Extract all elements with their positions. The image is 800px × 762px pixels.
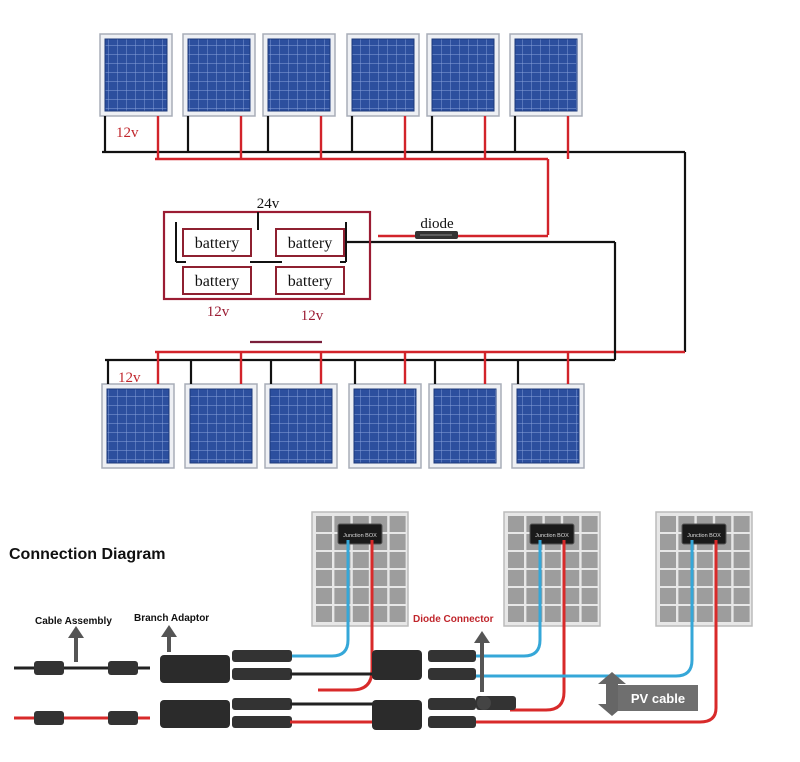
connection-panels: Junction BOX Junction BOX Junction BOX xyxy=(311,511,753,627)
pv-cable-tag: PV cable xyxy=(618,685,698,711)
bottom-wiring xyxy=(105,240,685,362)
battery-voltage-label-left: 12v xyxy=(207,304,230,320)
top-solar-panel-1 xyxy=(99,33,173,117)
branch-adaptors xyxy=(160,650,516,730)
battery-2: battery xyxy=(275,228,345,257)
diode: diode xyxy=(415,216,458,239)
top-panel-leads xyxy=(103,116,570,159)
pv-cable-label: PV cable xyxy=(631,691,685,706)
connection-panel-1: Junction BOX xyxy=(311,511,409,627)
series-voltage-label: 24v xyxy=(257,196,280,212)
bottom-panel-leads xyxy=(106,352,570,384)
cable-assembly xyxy=(14,661,150,725)
battery-label: battery xyxy=(195,235,239,252)
junction-box-label: Junction BOX xyxy=(343,533,377,539)
connection-diagram-title: Connection Diagram xyxy=(9,546,165,563)
battery-label: battery xyxy=(195,273,239,290)
junction-box: Junction BOX xyxy=(681,523,727,545)
top-solar-panel-3 xyxy=(262,33,336,117)
top-solar-panel-2 xyxy=(182,33,256,117)
diode-connector-label: Diode Connector xyxy=(413,614,494,625)
battery-4: battery xyxy=(275,266,345,295)
bottom-solar-panel-6 xyxy=(511,383,585,469)
branch-adaptor-label: Branch Adaptor xyxy=(134,613,209,624)
bottom-solar-panel-5 xyxy=(428,383,502,469)
junction-box-label: Junction BOX xyxy=(687,533,721,539)
cable-assembly-label: Cable Assembly xyxy=(35,616,112,627)
top-wiring xyxy=(102,150,687,352)
connection-panel-3: Junction BOX xyxy=(655,511,753,627)
battery-label: battery xyxy=(288,273,332,290)
bottom-solar-panel-4 xyxy=(348,383,422,469)
junction-box-label: Junction BOX xyxy=(535,533,569,539)
top-solar-panel-5 xyxy=(426,33,500,117)
battery-voltage-label-right: 12v xyxy=(301,308,324,324)
top-solar-panel-4 xyxy=(346,33,420,117)
battery-label: battery xyxy=(288,235,332,252)
junction-box: Junction BOX xyxy=(529,523,575,545)
bottom-solar-panel-2 xyxy=(184,383,258,469)
top-panel-voltage-label: 12v xyxy=(116,125,139,141)
top-solar-panel-6 xyxy=(509,33,583,117)
bottom-solar-panel-3 xyxy=(264,383,338,469)
bottom-panel-row xyxy=(101,383,585,469)
junction-box: Junction BOX xyxy=(337,523,383,545)
top-panel-row xyxy=(99,33,583,117)
battery-3: battery xyxy=(182,266,252,295)
panel-cables xyxy=(240,540,718,724)
battery-bank: battery battery battery battery 24v 12v … xyxy=(162,196,372,324)
bottom-panel-voltage-label: 12v xyxy=(118,370,141,386)
battery-1: battery xyxy=(182,228,252,257)
connection-panel-2: Junction BOX xyxy=(503,511,601,627)
diode-label: diode xyxy=(420,216,454,232)
bottom-solar-panel-1 xyxy=(101,383,175,469)
